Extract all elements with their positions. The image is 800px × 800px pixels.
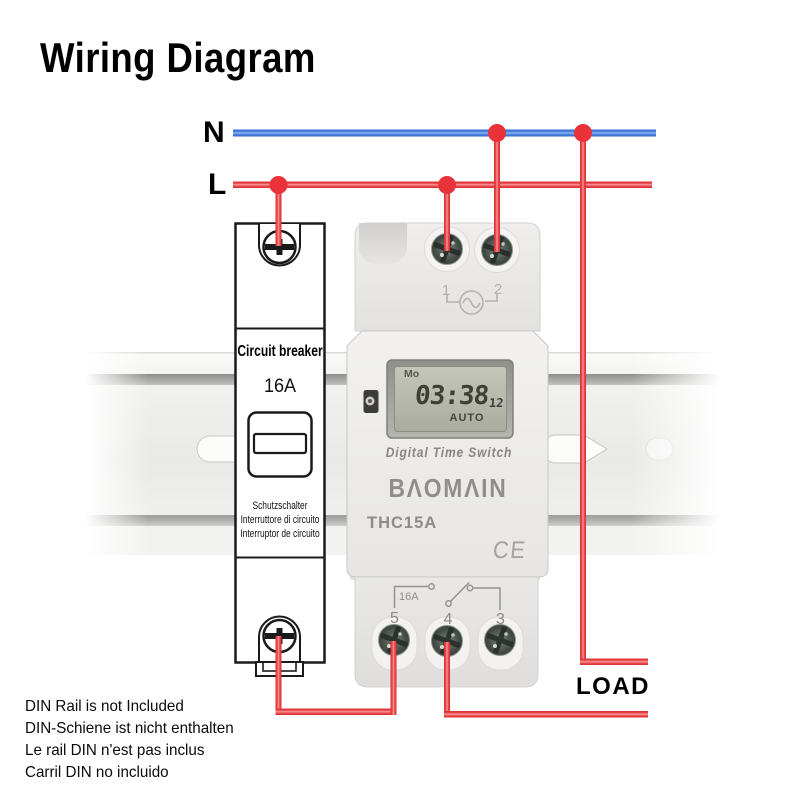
wiring — [233, 124, 656, 718]
din-rail-note: DIN Rail is not Included DIN-Schiene ist… — [25, 696, 234, 784]
load-label: LOAD — [576, 673, 650, 700]
wire-neutral-to-load — [580, 132, 586, 665]
breaker-language-lines: Schutzschalter Interruttore di circuito … — [240, 500, 319, 541]
neutral-wire — [233, 129, 656, 137]
relay-rating-label: 16A — [399, 591, 419, 603]
relay-contact-symbol — [393, 581, 501, 610]
baomain-logo: BΛOMΛIN — [388, 473, 508, 503]
circuit-breaker — [234, 222, 326, 677]
breaker-top-screw-icon — [262, 229, 297, 265]
wire-load-lower-stub — [444, 711, 648, 718]
breaker-toggle-handle — [252, 432, 308, 455]
wire-live-to-breaker — [275, 184, 282, 246]
junction-dots — [269, 124, 592, 194]
junction-dot-neutral-terminal2 — [488, 124, 506, 142]
product-type-label: Digital Time Switch — [385, 444, 513, 460]
note-line-es: Carril DIN no incluido — [25, 764, 169, 781]
breaker-lang-es: Interruptor de circuito — [240, 527, 320, 540]
junction-dot-live-terminal1 — [438, 176, 456, 194]
terminal-3-label: 3 — [496, 611, 505, 628]
junction-dot-live-breaker — [269, 176, 288, 194]
wire-live-to-terminal-1 — [444, 184, 450, 251]
terminal-1-label: 1 — [442, 282, 450, 299]
note-line-en: DIN Rail is not Included — [25, 698, 184, 715]
terminal-2-label: 2 — [494, 281, 502, 298]
ac-supply-symbol — [446, 290, 498, 315]
rail-slot-far-right — [645, 437, 674, 461]
lcd-screen — [394, 366, 507, 432]
wire-terminal-4-down — [444, 642, 450, 718]
breaker-rating: 16A — [263, 376, 297, 397]
breaker-lang-de: Schutzschalter — [252, 500, 308, 512]
ce-mark: CE — [491, 537, 529, 564]
wire-load-upper-stub — [580, 658, 648, 665]
live-wire-label: L — [208, 168, 227, 201]
note-line-fr: Le rail DIN n'est pas inclus — [25, 742, 205, 759]
wire-breaker-out-down — [275, 636, 282, 715]
terminal-5-label: 5 — [390, 610, 399, 627]
lcd-day: Mo — [404, 368, 420, 380]
wire-breaker-to-terminal-5 — [275, 708, 397, 715]
junction-dot-neutral-load — [574, 124, 592, 142]
terminal-4-label: 4 — [444, 611, 453, 628]
model-number: THC15A — [367, 514, 438, 532]
wire-neutral-to-terminal-2 — [494, 132, 500, 252]
wire-terminal-5-up — [390, 641, 397, 715]
neutral-wire-label: N — [203, 116, 225, 149]
note-line-de: DIN-Schiene ist nicht enthalten — [25, 720, 234, 737]
breaker-name: Circuit breaker — [237, 343, 323, 360]
lcd-time: 03:38 — [413, 381, 490, 411]
timer-clip-notch — [359, 223, 407, 264]
page-title: Wiring Diagram — [40, 34, 316, 81]
breaker-lang-it: Interruttore di circuito — [240, 513, 320, 526]
lcd-mode: AUTO — [449, 412, 485, 424]
lcd-seconds: 12 — [488, 396, 505, 410]
